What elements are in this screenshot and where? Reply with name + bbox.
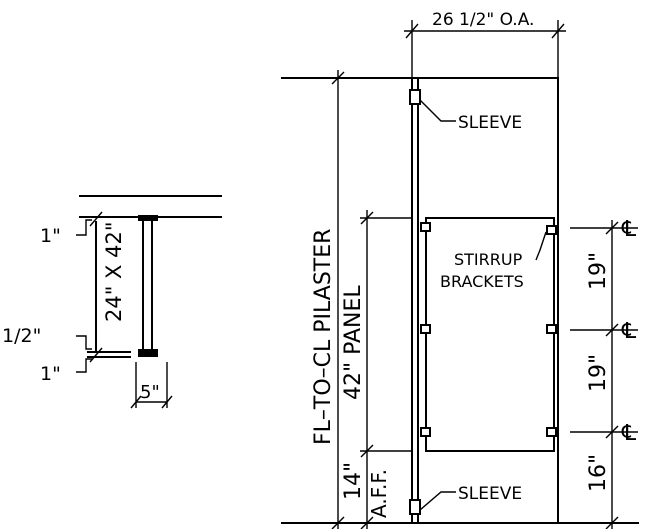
sleeve-label-top: SLEEVE [458, 113, 522, 133]
dimension-19-upper: 19" [586, 252, 611, 290]
section-base-width: 5" [140, 382, 160, 403]
centerline-symbol-3: ℄ [621, 421, 637, 446]
overall-width-dimension: 26 1/2" O.A. [432, 10, 534, 30]
aff-height-dimension: 14" [341, 462, 366, 500]
stirrup-label-line2: BRACKETS [440, 272, 524, 291]
centerline-symbol-2: ℄ [621, 319, 637, 344]
pilaster-height-dimension: FL–TO–CL PILASTER [311, 229, 336, 445]
section-detail: 1" 1/2" 1" 24" X 42" 5" [2, 195, 222, 409]
panel-height-dimension: 42" PANEL [341, 285, 366, 400]
dimension-16: 16" [586, 454, 611, 492]
section-dim-half: 1/2" [2, 325, 41, 347]
section-dim-1in-top: 1" [40, 225, 61, 247]
stirrup-label-line1: STIRRUP [454, 250, 523, 269]
section-panel-size: 24" X 42" [102, 222, 126, 323]
elevation: SLEEVE SLEEVE STIRRUP BRACKETS 26 1/2" O… [281, 10, 639, 529]
section-dim-1in-bottom: 1" [40, 363, 61, 385]
dimension-19-lower: 19" [586, 354, 611, 392]
sleeve-label-bottom: SLEEVE [458, 484, 522, 504]
centerline-symbol-1: ℄ [621, 217, 637, 242]
aff-label: A.F.F. [367, 469, 391, 518]
